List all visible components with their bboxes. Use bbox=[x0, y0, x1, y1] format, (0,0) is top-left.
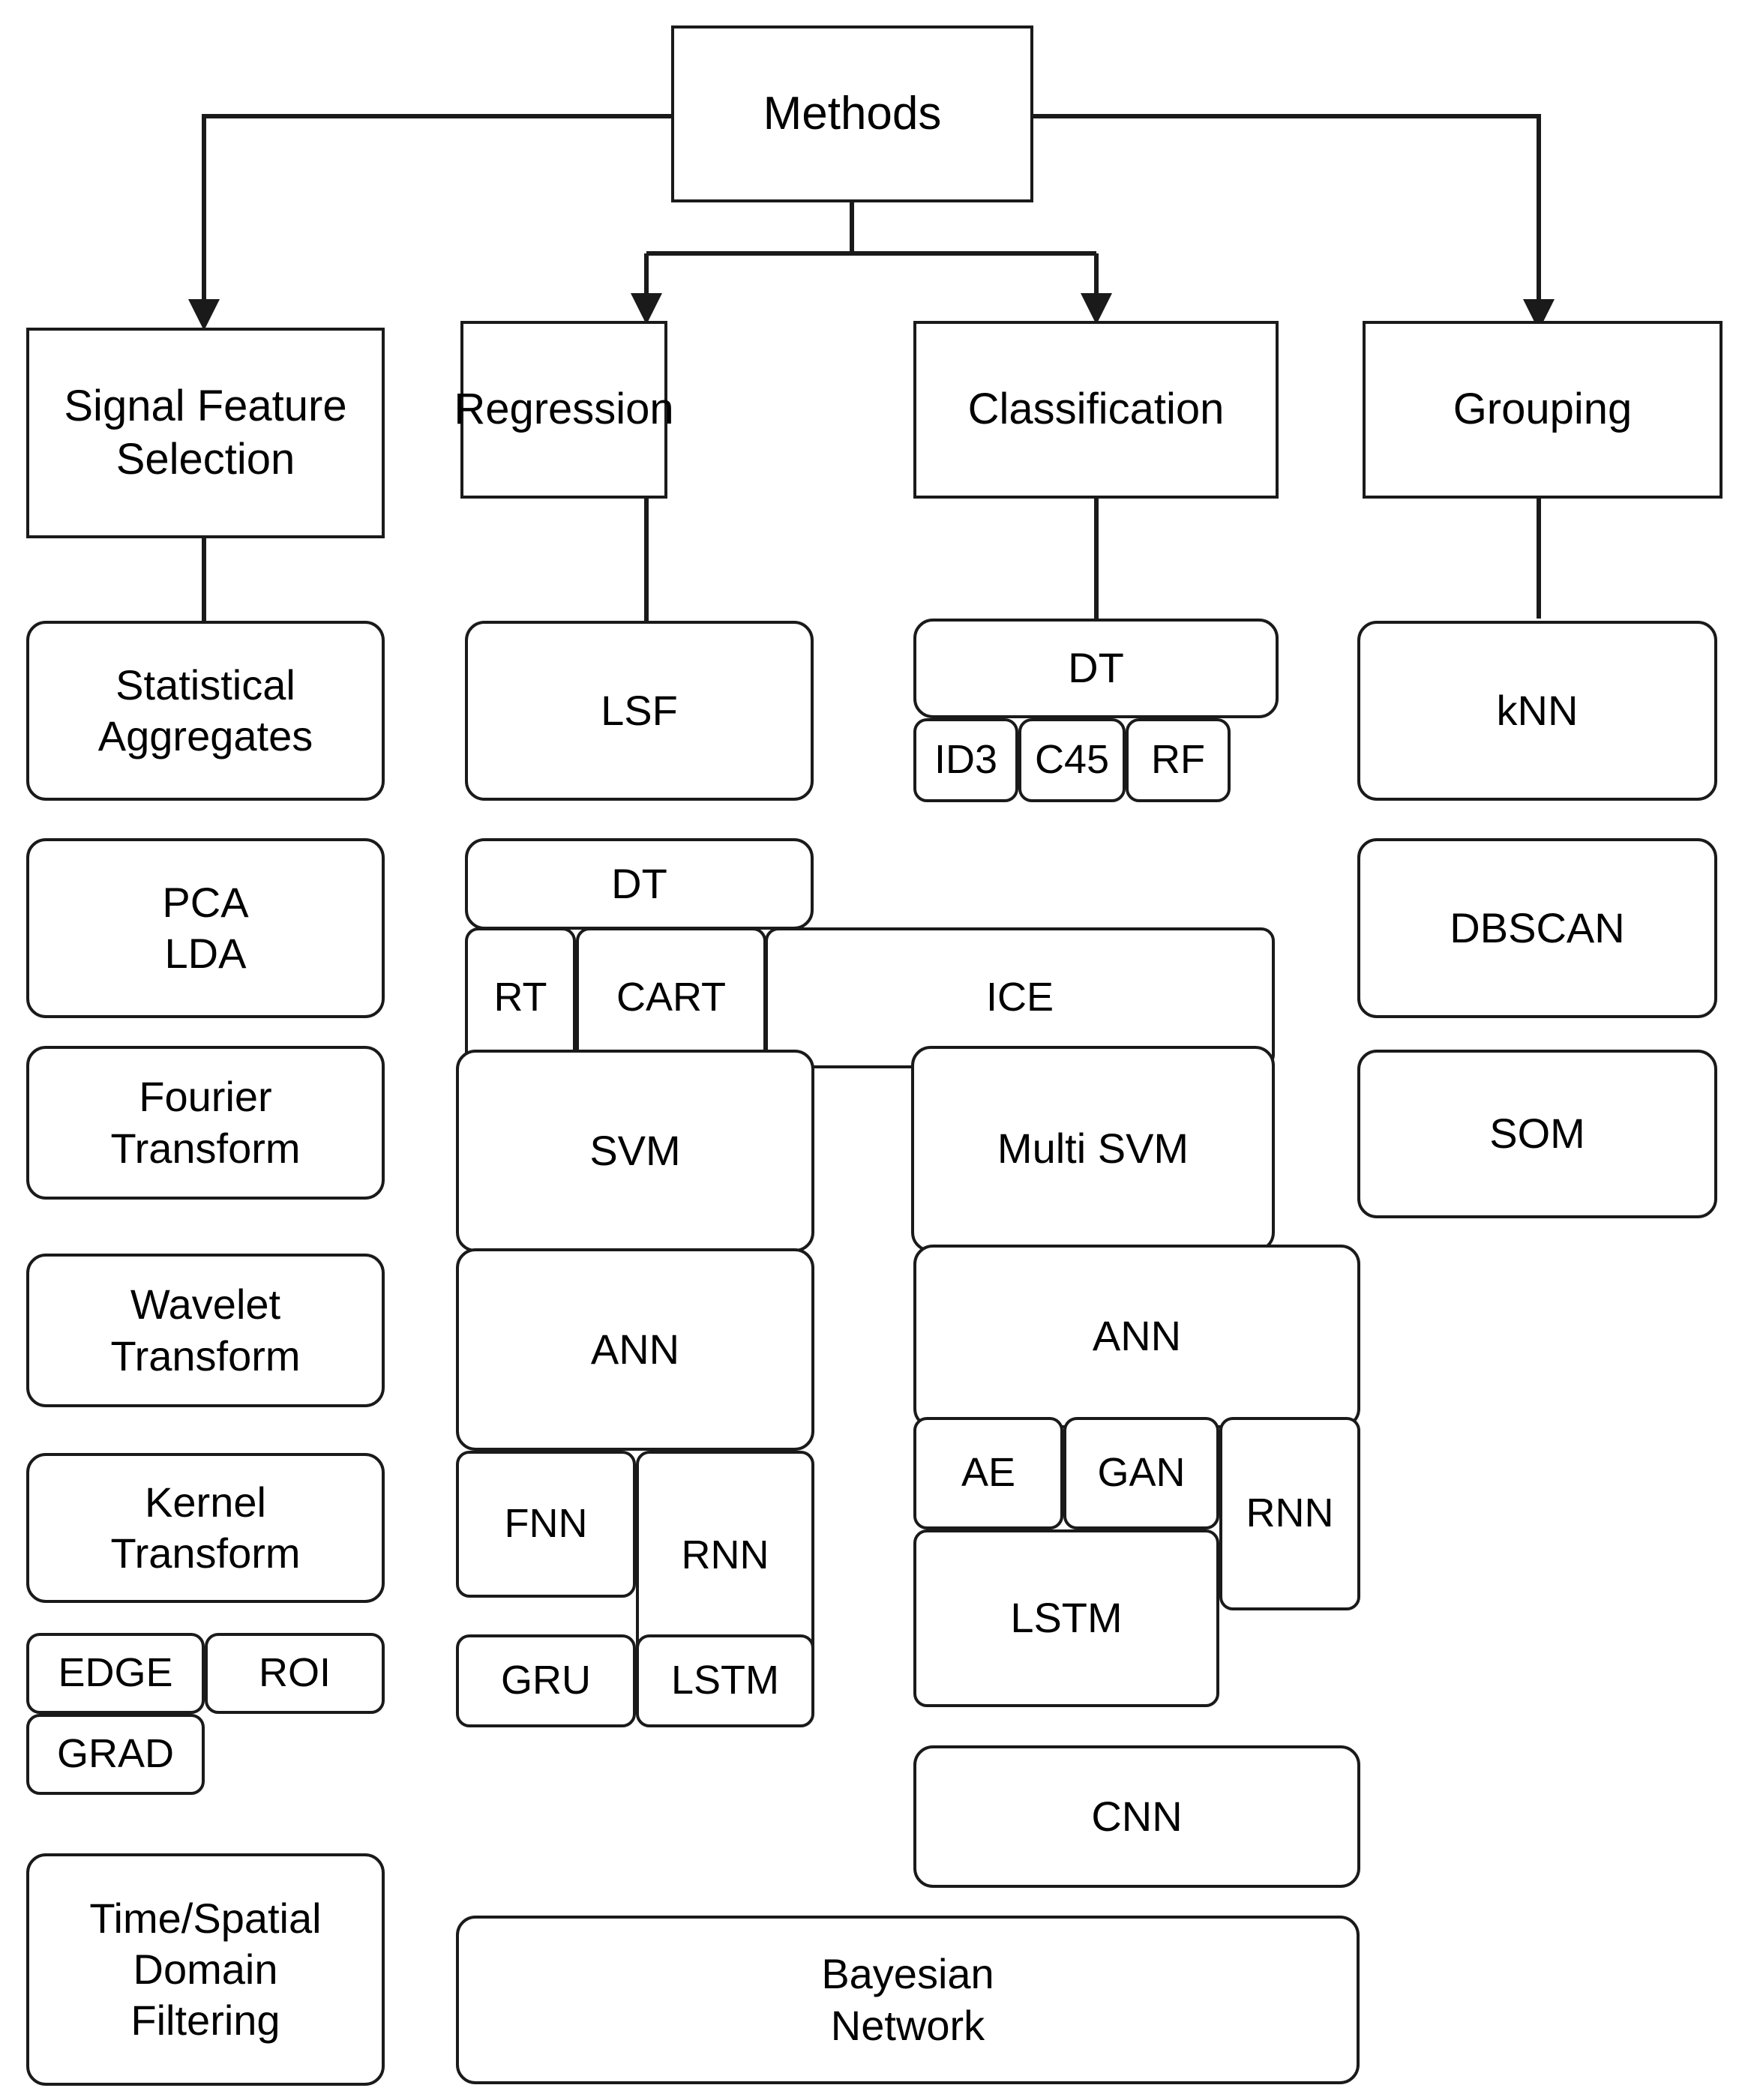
node-classification-id3[interactable]: ID3 bbox=[913, 718, 1018, 802]
node-regression-svm[interactable]: SVM bbox=[456, 1050, 814, 1252]
node-classification-multi-svm[interactable]: Multi SVM bbox=[911, 1046, 1275, 1252]
node-roi[interactable]: ROI bbox=[205, 1633, 385, 1714]
node-kernel-transform[interactable]: Kernel Transform bbox=[26, 1453, 385, 1603]
node-pca-lda[interactable]: PCA LDA bbox=[26, 838, 385, 1018]
node-bayesian-network[interactable]: Bayesian Network bbox=[456, 1916, 1360, 2084]
node-classification-cnn[interactable]: CNN bbox=[913, 1745, 1360, 1888]
node-time-spatial-domain-filtering[interactable]: Time/Spatial Domain Filtering bbox=[26, 1853, 385, 2086]
node-classification-dt[interactable]: DT bbox=[913, 619, 1279, 718]
node-regression-cart[interactable]: CART bbox=[576, 927, 766, 1068]
node-regression-rnn[interactable]: RNN bbox=[636, 1451, 814, 1661]
node-regression-lsf[interactable]: LSF bbox=[465, 621, 814, 801]
node-classification-rf[interactable]: RF bbox=[1126, 718, 1231, 802]
node-edge[interactable]: EDGE bbox=[26, 1633, 205, 1714]
node-regression-gru[interactable]: GRU bbox=[456, 1634, 636, 1727]
node-methods[interactable]: Methods bbox=[671, 25, 1033, 202]
node-grouping-som[interactable]: SOM bbox=[1357, 1050, 1717, 1218]
node-grouping[interactable]: Grouping bbox=[1363, 321, 1723, 499]
node-regression-dt[interactable]: DT bbox=[465, 838, 814, 930]
node-classification-c45[interactable]: C45 bbox=[1018, 718, 1126, 802]
node-grouping-dbscan[interactable]: DBSCAN bbox=[1357, 838, 1717, 1018]
node-regression-rt[interactable]: RT bbox=[465, 927, 576, 1068]
node-regression-fnn[interactable]: FNN bbox=[456, 1451, 636, 1598]
node-grouping-knn[interactable]: kNN bbox=[1357, 621, 1717, 801]
node-fourier-transform[interactable]: Fourier Transform bbox=[26, 1046, 385, 1200]
node-classification[interactable]: Classification bbox=[913, 321, 1279, 499]
node-classification-ae[interactable]: AE bbox=[913, 1417, 1063, 1529]
node-regression-ann[interactable]: ANN bbox=[456, 1248, 814, 1451]
node-wavelet-transform[interactable]: Wavelet Transform bbox=[26, 1254, 385, 1407]
node-signal-feature-selection[interactable]: Signal Feature Selection bbox=[26, 328, 385, 538]
node-grad[interactable]: GRAD bbox=[26, 1714, 205, 1795]
node-regression-lstm[interactable]: LSTM bbox=[636, 1634, 814, 1727]
node-classification-lstm[interactable]: LSTM bbox=[913, 1529, 1219, 1707]
node-regression[interactable]: Regression bbox=[454, 321, 674, 499]
node-classification-gan[interactable]: GAN bbox=[1063, 1417, 1219, 1529]
node-statistical-aggregates[interactable]: Statistical Aggregates bbox=[26, 621, 385, 801]
node-classification-rnn[interactable]: RNN bbox=[1219, 1417, 1360, 1610]
node-classification-ann[interactable]: ANN bbox=[913, 1245, 1360, 1428]
